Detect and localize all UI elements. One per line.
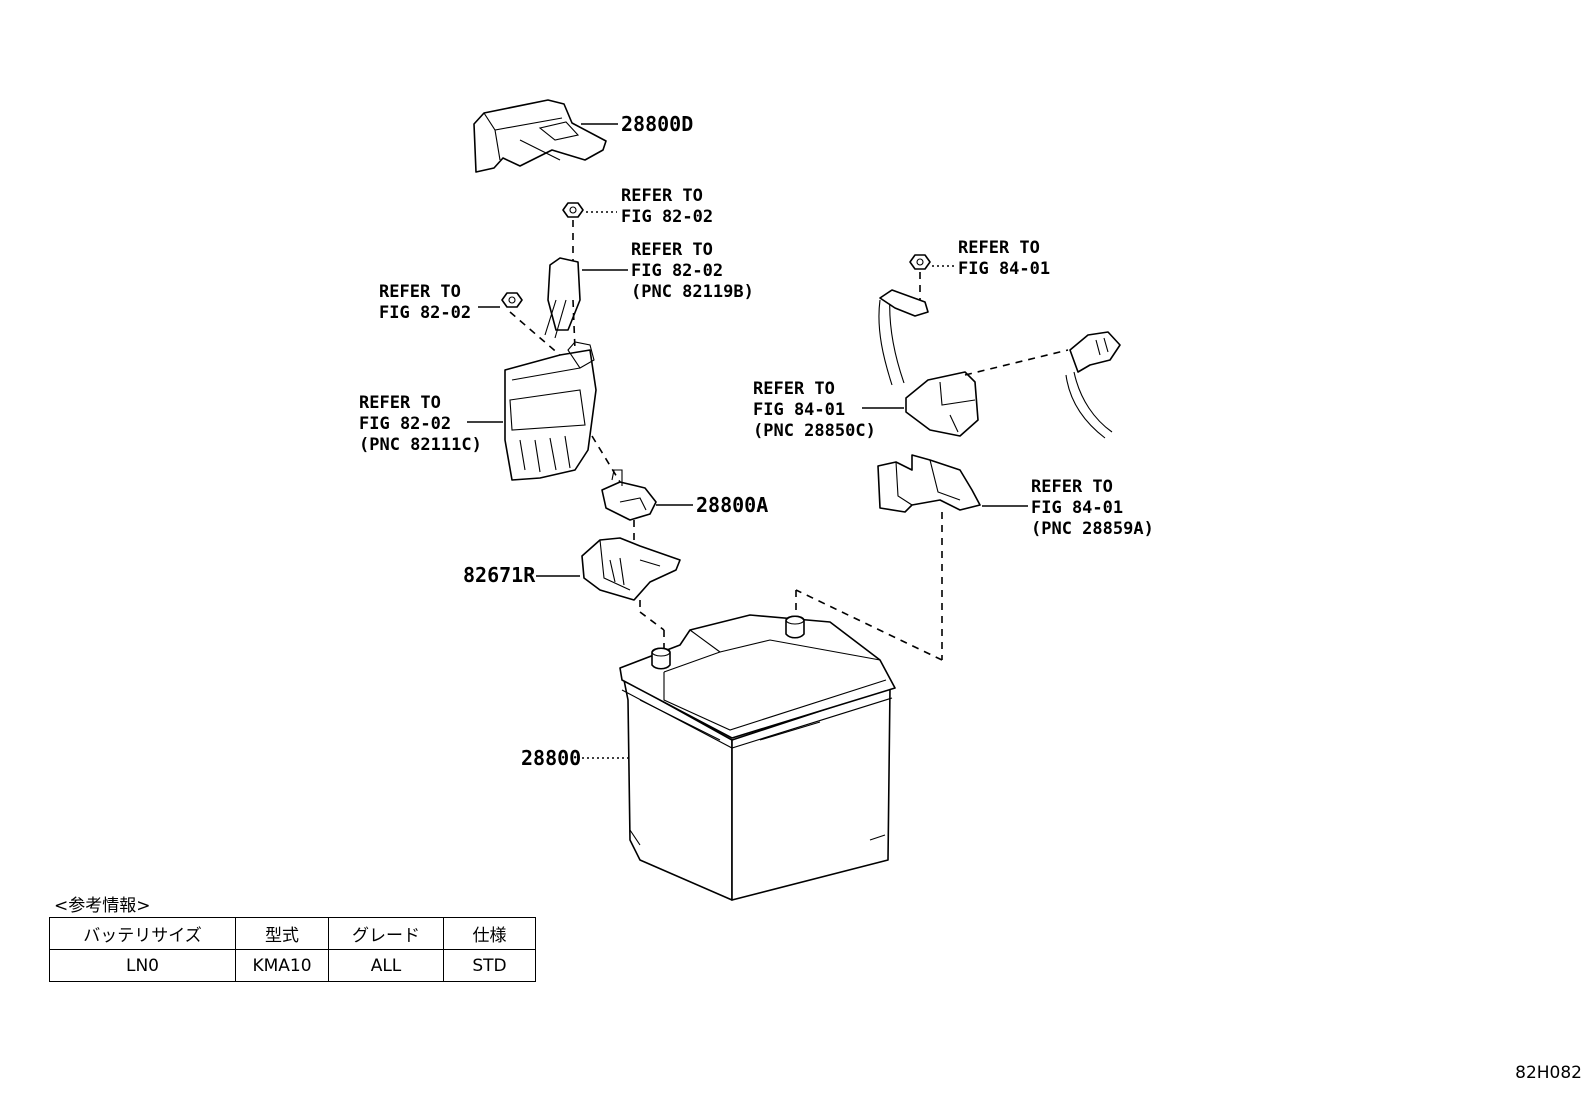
part-number-82671r: 82671R [463,563,536,587]
ref-label-line1: REFER TO [359,393,441,413]
table-row: LN0 KMA10 ALL STD [49,949,536,982]
terminal-cover-28800d [473,99,607,173]
nut-icon [909,254,931,270]
ref-label-line2: FIG 82-02 [359,414,451,434]
figure-code: 82H082 [1515,1063,1582,1083]
header-grade: グレード [328,917,444,950]
header-spec: 仕様 [443,917,536,950]
ref-label-line1: REFER TO [958,238,1040,258]
terminal-clamp-28800a [601,469,657,521]
cell-grade: ALL [328,949,444,982]
battery-current-sensor-28850c [878,289,979,437]
part-number-28800: 28800 [521,746,581,770]
ref-label-line2: FIG 82-02 [379,303,471,323]
nut-icon [562,202,584,218]
ref-label-line1: REFER TO [631,240,713,260]
reference-info-title: <参考情報> [54,896,151,916]
cell-spec: STD [443,949,536,982]
ref-label-line2: FIG 82-02 [621,207,713,227]
ref-label-line1: REFER TO [379,282,461,302]
ref-label-line1: REFER TO [753,379,835,399]
header-model: 型式 [235,917,329,950]
header-battery-size: バッテリサイズ [49,917,236,950]
sensor-connector-plug [1065,331,1121,439]
cell-model: KMA10 [235,949,329,982]
ref-label-line3: (PNC 28850C) [753,421,876,441]
ref-label-line2: FIG 84-01 [753,400,845,420]
part-number-28800a: 28800A [696,493,768,517]
battery-28800 [619,614,896,901]
ref-label-line2: FIG 84-01 [1031,498,1123,518]
terminal-insulator-82671r [581,537,681,601]
table-header-row: バッテリサイズ 型式 グレード 仕様 [49,917,536,950]
ref-label-line2: FIG 82-02 [631,261,723,281]
ref-label-line1: REFER TO [1031,477,1113,497]
ref-label-line2: FIG 84-01 [958,259,1050,279]
nut-icon [501,292,523,308]
ref-label-line3: (PNC 82111C) [359,435,482,455]
ref-label-line1: REFER TO [621,186,703,206]
sensor-bracket-28859a [877,454,981,513]
ref-label-line3: (PNC 28859A) [1031,519,1154,539]
fuse-block-82111c [504,341,597,481]
ref-label-line3: (PNC 82119B) [631,282,754,302]
reference-info-table: バッテリサイズ 型式 グレード 仕様 LN0 KMA10 ALL STD [49,917,536,982]
cell-battery-size: LN0 [49,949,236,982]
part-number-28800d: 28800D [621,112,693,136]
